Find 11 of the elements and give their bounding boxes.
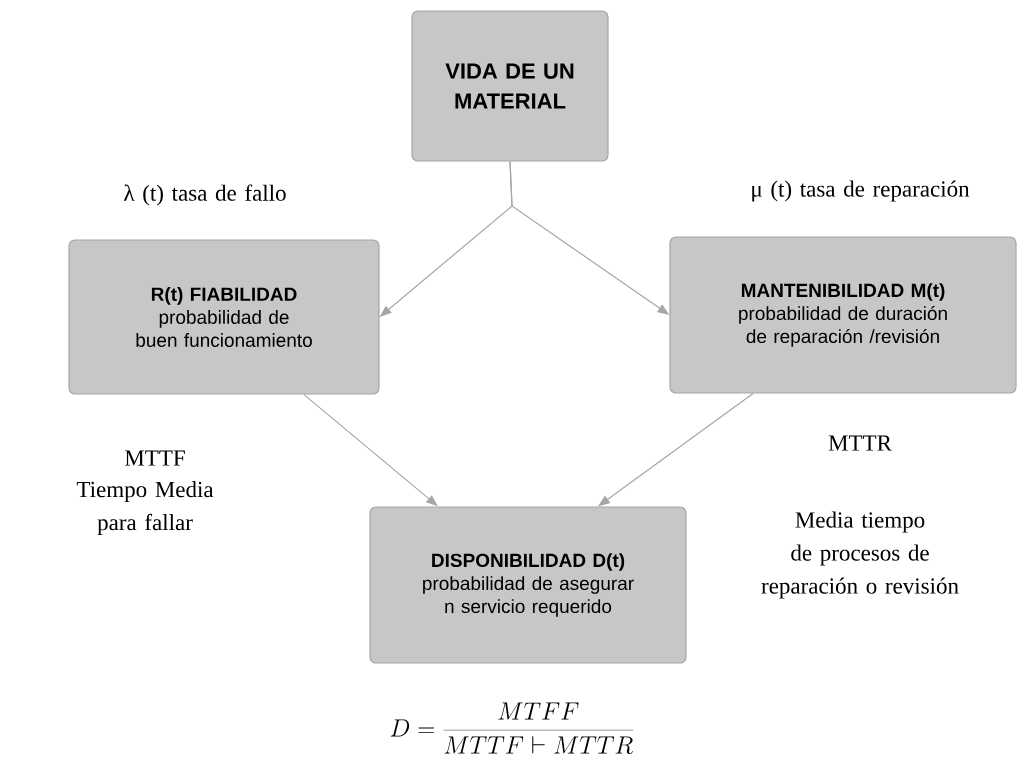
- process-box: MANTENIBILIDAD M(t) probabilidad de duración de reparación /revisión: [669, 236, 1017, 394]
- note-text: λ (t) tasa de fallo: [124, 184, 286, 206]
- note-text: MTTR: [828, 435, 892, 451]
- formula: $D = \frac{MTFF}{MTTF \vdash MTTR}$: [390, 702, 634, 754]
- process-box: VIDA DE UN MATERIAL: [411, 10, 609, 162]
- note-text: Tiempo Media para fallar: [76, 481, 214, 535]
- note-text: MTTF: [125, 450, 185, 466]
- process-box: DISPONIBILIDAD D(t) probabilidad de asegurar n servicio requerido: [369, 506, 687, 664]
- note-text: Media tiempo de procesos de reparación o revisión: [761, 511, 959, 599]
- process-box: R(t) FIABILIDAD probabilidad de buen funcionamiento: [68, 239, 380, 395]
- note-text: μ (t) tasa de reparación: [752, 180, 970, 202]
